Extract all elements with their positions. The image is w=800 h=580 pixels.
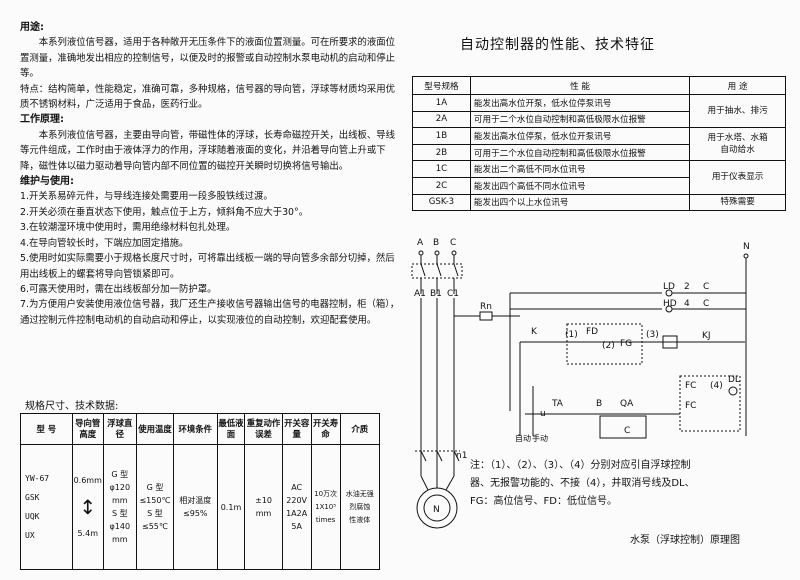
spec-height: 0.6mm ↕ 5.4m xyxy=(71,444,104,570)
features-model: 1B xyxy=(412,127,471,145)
fd-label: FD xyxy=(586,327,598,337)
wire-4-label: 4 xyxy=(684,299,690,309)
fc-label-2: FC xyxy=(685,401,696,411)
features-model: 2B xyxy=(412,143,471,162)
spec-header: 型 号 xyxy=(20,413,73,445)
spec-header: 使用温度 xyxy=(135,413,175,445)
maintenance-item: 5.使用时如实际需要小于规格长度尺寸时，可将靠出线板一端的导向管多余部分切掉，然… xyxy=(20,253,395,280)
usage-text: 本系列液位信号器，适用于各种敞开无压条件下的液面位置测量。可在所要求的液面位置测… xyxy=(20,37,396,80)
n1-label: n1 xyxy=(456,451,467,461)
features-perf: 能发出二个高低不同水位讯号 xyxy=(469,160,691,178)
features-model: 1C xyxy=(412,160,471,178)
features-model: 1A xyxy=(412,94,471,112)
features-use: 用于仪表显示 xyxy=(689,160,786,195)
spec-temperature: G 型≤150℃ S 型≤55℃ xyxy=(135,444,175,570)
float-1-label: (1) xyxy=(565,330,578,340)
neutral-label: N xyxy=(743,242,750,252)
qa-label: QA xyxy=(620,399,634,409)
dl-label: DL xyxy=(728,375,740,385)
maintenance-item: 7.为方便用户安装使用液位信号器，我厂还生产接收信号器输出信号的电器控制，柜（箱… xyxy=(20,299,400,326)
b1-label: B1 xyxy=(430,289,442,299)
features-use: 特殊需要 xyxy=(689,193,786,212)
k-label: K xyxy=(531,327,538,337)
c-label-1: C xyxy=(703,282,709,292)
float-2-label: (2) xyxy=(602,341,615,351)
motor-label: N xyxy=(433,505,440,515)
features-title: 自动控制器的性能、技术特征 xyxy=(460,37,655,53)
principle-text: 本系列液位信号器，主要由导向管，带磁性体的浮球，长寿命磁控开关，出线板、导线等元… xyxy=(20,129,396,172)
kj-label: KJ xyxy=(702,331,711,341)
spec-header: 重复动作误差 xyxy=(244,413,283,445)
spec-header: 开关容量 xyxy=(281,413,312,445)
diagram-caption: 水泵（浮球控制）原理图 xyxy=(630,535,740,546)
spec-header: 介质 xyxy=(339,413,381,445)
features-perf: 能发出高水位开泵，低水位停泵讯号 xyxy=(469,94,691,112)
features-use: 用于水塔、水箱自动给水 xyxy=(689,127,786,162)
features-text: 特点：结构简单，性能稳定，准确可靠，多种规格，信号器的导向管，浮球等材质均采用优… xyxy=(20,83,396,111)
a1-label: A1 xyxy=(414,289,426,299)
c-label-2: C xyxy=(703,299,709,309)
float-3-label: (3) xyxy=(646,330,659,340)
wire-2-label: 2 xyxy=(684,282,690,292)
double-arrow-icon: ↕ xyxy=(79,495,97,519)
ld-label: LD xyxy=(663,282,675,292)
usage-heading: 用途: xyxy=(20,22,44,33)
spec-header: 开关寿命 xyxy=(310,413,341,445)
spec-header: 导向管高度 xyxy=(71,413,104,445)
fc-label-1: FC xyxy=(685,381,696,391)
features-use: 用于抽水、排污 xyxy=(689,93,786,129)
phase-c-label: C xyxy=(450,238,456,248)
c1-label: C1 xyxy=(447,289,459,299)
spec-header: 环境条件 xyxy=(173,413,218,445)
maintenance-heading: 维护与使用: xyxy=(20,176,74,188)
auto-label: 自动 xyxy=(515,433,531,443)
maintenance-item: 2.开关必须在垂直状态下使用，触点位于上方，倾斜角不应大于30°。 xyxy=(20,206,309,218)
features-perf: 可用于二个水位自动控制和高低极限水位报警 xyxy=(469,143,691,162)
description-column: 用途: 本系列液位信号器，适用于各种敞开无压条件下的液面位置测量。可在所要求的液… xyxy=(20,20,402,328)
spec-table: 型 号 导向管高度 浮球直径 使用温度 环境条件 最低液面 重复动作误差 开关容… xyxy=(20,413,381,570)
maintenance-item: 1.开关系易碎元件，与导线连接处需要用一段多股铁线过渡。 xyxy=(20,191,273,203)
c-label-3: C xyxy=(624,426,630,436)
spec-header: 浮球直径 xyxy=(102,413,137,445)
float-4-label: (4) xyxy=(710,381,723,391)
features-model: 2A xyxy=(412,110,471,129)
ta-label: TA xyxy=(551,399,564,409)
features-perf: 能发出高水位停泵，低水位开泵讯号 xyxy=(469,127,691,145)
b-wire-label: B xyxy=(596,399,602,409)
phase-b-label: B xyxy=(433,238,439,248)
features-header: 型号规格 xyxy=(412,76,471,95)
spec-min-level: 0.1m xyxy=(216,444,246,570)
spec-title: 规格尺寸、技术数据: xyxy=(25,401,119,412)
features-perf: 能发出四个高低不同水位讯号 xyxy=(469,176,691,195)
spec-header: 最低液面 xyxy=(216,413,246,445)
hd-label: HD xyxy=(663,299,677,309)
pump-control-circuit-diagram: A B C N A1 B1 C1 n1 N Rn LD HD 2 4 C C K… xyxy=(411,238,750,529)
features-header: 性 能 xyxy=(469,76,691,95)
manual-label: 手动 xyxy=(532,433,548,443)
features-model: 2C xyxy=(412,176,471,195)
principle-heading: 工作原理: xyxy=(20,114,64,126)
features-model: GSK-3 xyxy=(412,193,471,212)
features-table: 型号规格 性 能 用 途 1A 能发出高水位开泵，低水位停泵讯号 用于抽水、排污… xyxy=(412,76,786,212)
features-perf: 可用于二个水位自动控制和高低极限水位报警 xyxy=(469,110,691,129)
maintenance-item: 4.在导向管较长时，下端应加固定措施。 xyxy=(20,237,189,249)
u-label: u xyxy=(540,409,546,419)
features-perf: 能发出四个以上水位讯号 xyxy=(469,193,691,212)
diagram-note: 注：（1）、（2）、（3）、（4）分别对应引自浮球控制 器、无报警功能的、不接（… xyxy=(470,460,695,507)
spec-environment: 相对温度≤95% xyxy=(173,444,218,570)
spec-medium: 水油无强烈腐蚀性液体 xyxy=(339,444,381,570)
maintenance-item: 6.可露天使用时，需在出线板部分加一防护罩。 xyxy=(20,283,217,295)
phase-a-label: A xyxy=(417,238,424,248)
features-header: 用 途 xyxy=(689,76,786,95)
maintenance-item: 3.在较潮湿环境中使用时，需用绝缘材料包扎处理。 xyxy=(20,222,236,234)
fg-label: FG xyxy=(620,339,632,349)
rn-label: Rn xyxy=(480,302,492,312)
